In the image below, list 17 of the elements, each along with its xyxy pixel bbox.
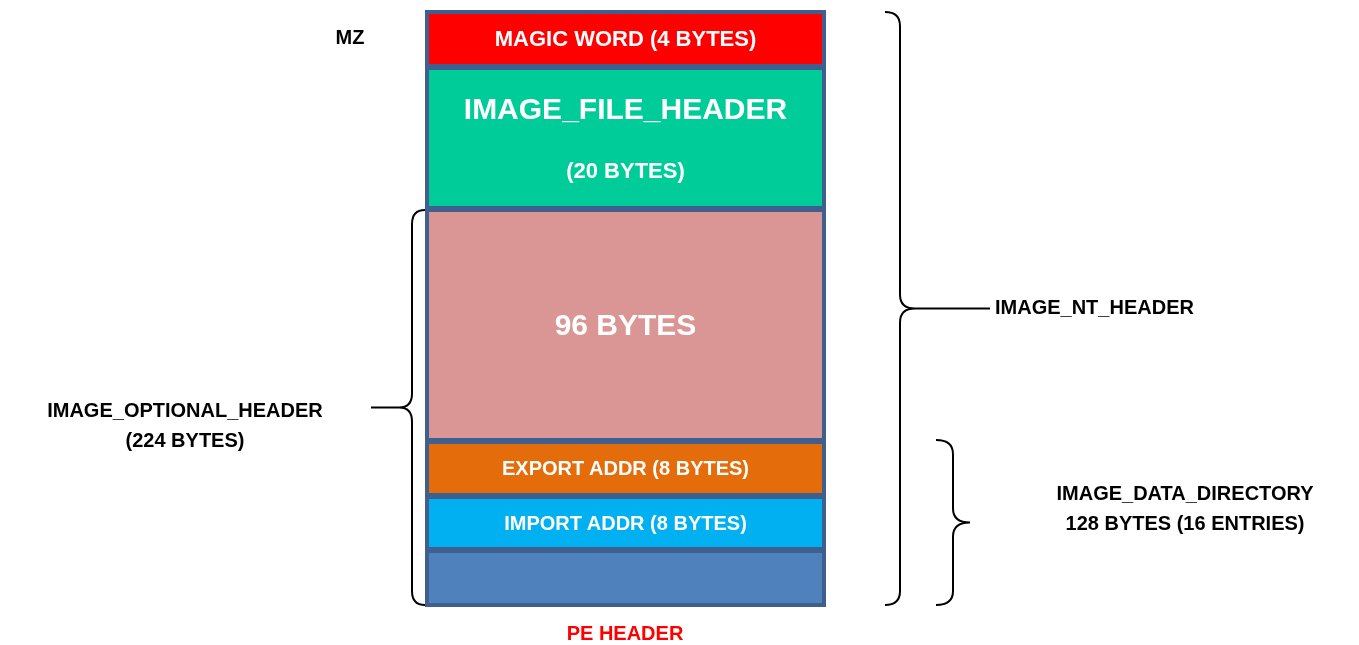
- signature-label: MZ: [334, 25, 366, 50]
- field-label: IMPORT ADDR (8 BYTES): [504, 511, 747, 535]
- magic-word-block: [425, 10, 826, 68]
- export-address-block: [425, 440, 826, 497]
- structure-label: IMAGE_NT_HEADER: [995, 295, 1195, 320]
- field-label: EXPORT ADDR (8 BYTES): [501, 457, 750, 480]
- header-title: IMAGE_FILE_HEADER: [463, 92, 788, 126]
- memory-block: [425, 549, 826, 607]
- optional-header-block: [425, 208, 826, 442]
- size-label: 96 BYTES: [554, 308, 697, 342]
- field-label: MAGIC WORD (4 BYTES): [494, 26, 757, 52]
- file-header-block: [425, 66, 826, 210]
- import-address-block: [425, 495, 826, 551]
- size-label: (20 BYTES): [566, 158, 685, 184]
- structure-label: IMAGE_OPTIONAL_HEADER (224 BYTES): [46, 398, 324, 453]
- caption: PE HEADER: [565, 621, 685, 645]
- structure-label: IMAGE_DATA_DIRECTORY 128 BYTES (16 ENTRIES): [1055, 481, 1315, 536]
